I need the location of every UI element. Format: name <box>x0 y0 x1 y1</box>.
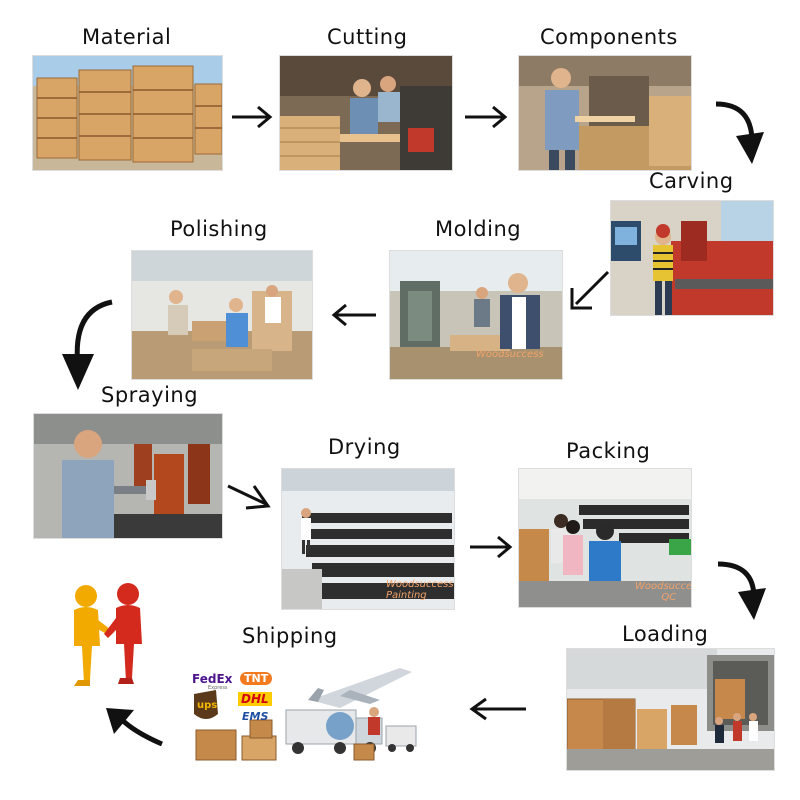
arrow-curve-down-icon <box>56 296 116 396</box>
step-label-cutting: Cutting <box>327 25 408 49</box>
airplane-icon <box>308 668 412 708</box>
drying-photo: Woodsuccess Painting <box>281 468 455 610</box>
step-label-molding: Molding <box>435 217 522 241</box>
arrow-right-icon <box>230 104 274 130</box>
arrow-left-icon <box>328 302 378 328</box>
ems-logo: EMS <box>242 710 269 723</box>
fedex-sub-label: Express <box>208 685 228 691</box>
components-photo <box>518 55 692 171</box>
drying-watermark: Woodsuccess Painting <box>386 579 454 601</box>
arrow-left-icon <box>466 696 528 722</box>
shipping-photo: FedEx Express TNT ups DHL EMS <box>190 660 420 768</box>
loading-photo <box>566 648 775 771</box>
arrow-right-icon <box>226 478 274 512</box>
step-label-material: Material <box>82 25 172 49</box>
packing-photo: Woodsuccess QC <box>518 468 692 608</box>
arrow-right-icon <box>463 104 509 130</box>
ups-logo: ups <box>197 700 218 711</box>
molding-watermark: Woodsuccess <box>476 349 544 360</box>
handshake-figures <box>60 580 155 692</box>
carving-photo <box>610 200 774 316</box>
dhl-logo: DHL <box>238 692 272 706</box>
step-label-drying: Drying <box>328 435 401 459</box>
arrow-curve-up-left-icon <box>104 704 166 750</box>
step-label-shipping: Shipping <box>242 624 338 648</box>
spraying-photo <box>33 413 223 539</box>
cutting-photo <box>279 55 453 171</box>
step-label-loading: Loading <box>622 622 709 646</box>
step-label-components: Components <box>540 25 678 49</box>
polishing-photo <box>131 250 313 380</box>
arrow-curve-down-icon <box>714 558 770 626</box>
material-photo <box>32 55 223 171</box>
step-label-polishing: Polishing <box>170 217 268 241</box>
arrow-down-left-icon <box>568 268 612 312</box>
arrow-curve-down-icon <box>712 98 768 170</box>
step-label-carving: Carving <box>649 169 734 193</box>
tnt-logo: TNT <box>240 672 273 685</box>
fedex-logo: FedEx <box>192 672 233 686</box>
packing-watermark: Woodsuccess QC <box>635 581 692 603</box>
arrow-right-icon <box>468 534 514 560</box>
molding-photo: Woodsuccess <box>389 250 563 380</box>
step-label-packing: Packing <box>566 439 651 463</box>
step-label-spraying: Spraying <box>101 383 199 407</box>
